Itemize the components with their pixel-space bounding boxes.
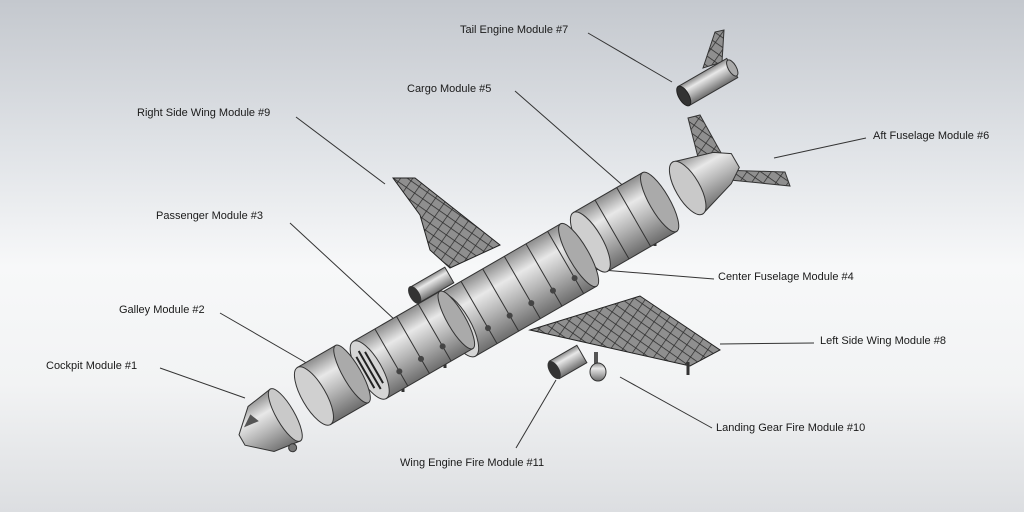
label-tail-engine-module: Tail Engine Module #7 bbox=[460, 24, 569, 36]
label-left-side-wing-module: Left Side Wing Module #8 bbox=[820, 335, 946, 347]
tail-engine-module bbox=[676, 29, 739, 107]
label-cargo-module: Cargo Module #5 bbox=[407, 83, 492, 95]
leader-right-wing bbox=[295, 116, 386, 185]
leader-cockpit bbox=[159, 367, 246, 399]
label-cockpit-module: Cockpit Module #1 bbox=[46, 360, 138, 372]
leader-tail-engine bbox=[587, 32, 673, 83]
right-side-wing-module bbox=[392, 177, 501, 305]
left-side-wing-module bbox=[528, 295, 721, 375]
leader-galley bbox=[219, 312, 311, 366]
leader-cargo bbox=[514, 90, 629, 191]
label-wing-engine-fire-module: Wing Engine Fire Module #11 bbox=[400, 457, 545, 469]
label-center-fuselage-module: Center Fuselage Module #4 bbox=[718, 271, 854, 283]
label-galley-module: Galley Module #2 bbox=[119, 304, 205, 316]
cockpit-module bbox=[238, 388, 303, 453]
leader-wing-engine bbox=[515, 379, 557, 449]
label-passenger-module: Passenger Module #3 bbox=[156, 210, 264, 222]
label-aft-fuselage-module: Aft Fuselage Module #6 bbox=[873, 130, 990, 142]
landing-gear-fire-module bbox=[589, 352, 607, 382]
leader-lines bbox=[159, 32, 867, 449]
leader-passenger bbox=[289, 222, 396, 321]
passenger-module bbox=[349, 290, 476, 400]
aft-fuselage-module bbox=[668, 114, 791, 216]
cargo-module bbox=[569, 171, 680, 273]
leader-aft-fuselage bbox=[773, 137, 867, 159]
label-right-side-wing-module: Right Side Wing Module #9 bbox=[137, 107, 271, 119]
leader-left-wing bbox=[719, 342, 815, 345]
label-landing-gear-fire-module: Landing Gear Fire Module #10 bbox=[716, 422, 866, 434]
wing-engine-fire-module bbox=[547, 344, 588, 380]
leader-landing-gear bbox=[619, 376, 713, 429]
galley-module bbox=[293, 344, 371, 426]
